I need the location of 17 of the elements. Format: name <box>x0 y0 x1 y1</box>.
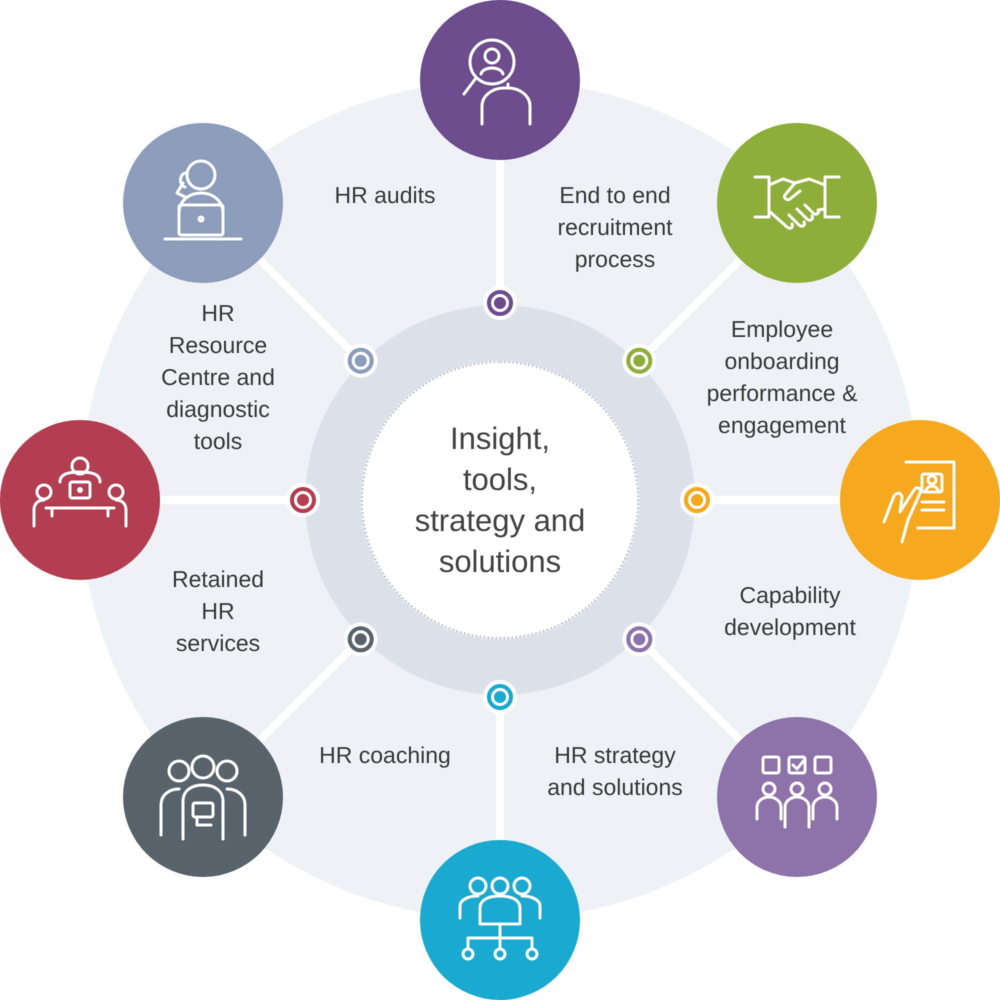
spoke-line <box>481 160 519 322</box>
topic-label: HR audits <box>334 181 436 210</box>
spoke-line <box>256 256 380 380</box>
topic-label: HR strategy and solutions <box>546 741 684 802</box>
topic-label: Employee onboarding performance & engagement <box>706 315 858 440</box>
spoke-line <box>160 481 322 519</box>
spoke-line <box>620 620 744 744</box>
topic-label: Capability development <box>723 581 857 642</box>
topic-label: End to end recruitment process <box>556 181 674 274</box>
topic-label: HR coaching <box>318 741 452 770</box>
spoke-line <box>678 481 840 519</box>
topic-label: Retained HR services <box>170 565 266 658</box>
spoke-line <box>256 620 380 744</box>
center-text: Insight, tools, strategy and solutions <box>414 420 586 581</box>
spoke-line <box>481 678 519 840</box>
topic-label: HR Resource Centre and diagnostic tools <box>160 299 276 456</box>
spoke-line <box>620 256 744 380</box>
